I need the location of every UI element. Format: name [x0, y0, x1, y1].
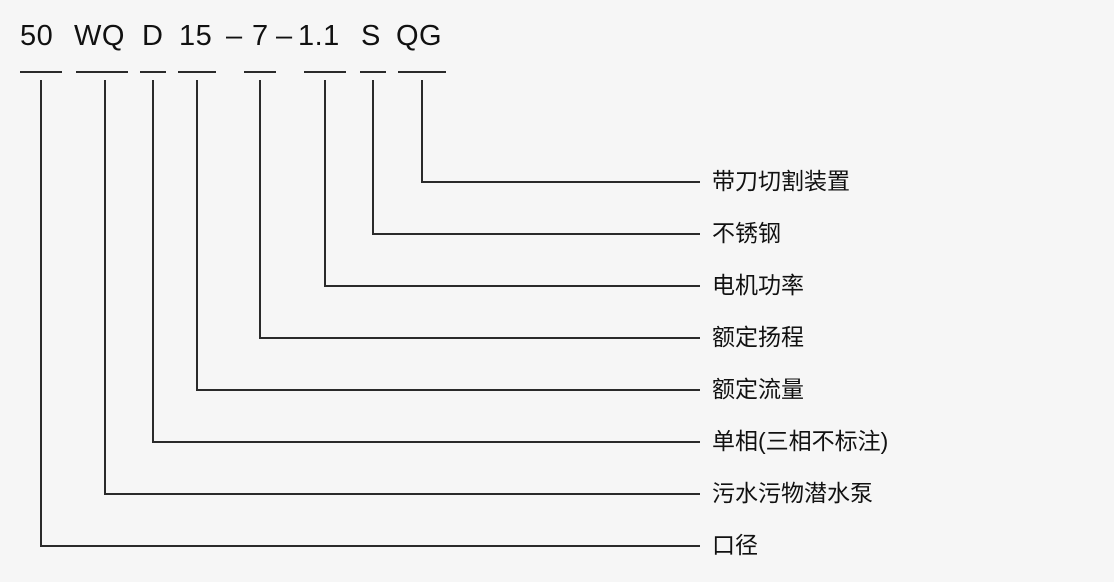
connector-horizontal-wq [104, 493, 700, 495]
connector-vertical-15 [196, 80, 198, 389]
tick-1-1 [304, 71, 346, 73]
tick-50 [20, 71, 62, 73]
connector-horizontal-qg [421, 181, 700, 183]
connector-vertical-s [372, 80, 374, 233]
label-single-phase: 单相(三相不标注) [712, 428, 889, 454]
tick-7 [244, 71, 276, 73]
connector-vertical-1-1 [324, 80, 326, 285]
label-sewage-pump: 污水污物潜水泵 [712, 480, 873, 506]
label-stainless-steel: 不锈钢 [712, 220, 781, 246]
tick-qg [398, 71, 446, 73]
tick-15 [178, 71, 216, 73]
connector-horizontal-15 [196, 389, 700, 391]
connector-vertical-d [152, 80, 154, 441]
tick-d [140, 71, 166, 73]
connector-vertical-qg [421, 80, 423, 181]
connector-horizontal-d [152, 441, 700, 443]
code-separator: – [226, 20, 243, 52]
label-motor-power: 电机功率 [712, 272, 804, 298]
connector-horizontal-50 [40, 545, 700, 547]
code-segment-qg: QG [396, 20, 443, 52]
connector-vertical-50 [40, 80, 42, 545]
code-segment-7: 7 [252, 20, 269, 52]
tick-s [360, 71, 386, 73]
connector-horizontal-1-1 [324, 285, 700, 287]
connector-vertical-wq [104, 80, 106, 493]
tick-wq [76, 71, 128, 73]
connector-horizontal-s [372, 233, 700, 235]
code-segment-50: 50 [20, 20, 54, 52]
code-segment-d: D [142, 20, 164, 52]
label-rated-flow: 额定流量 [712, 376, 804, 402]
label-rated-head: 额定扬程 [712, 324, 804, 350]
code-segment-15: 15 [179, 20, 213, 52]
label-cutting-device: 带刀切割装置 [712, 168, 850, 194]
connector-horizontal-7 [259, 337, 700, 339]
code-segment-s: S [361, 20, 381, 52]
code-segment-1-1: 1.1 [298, 20, 340, 52]
connector-vertical-7 [259, 80, 261, 337]
code-separator: – [276, 20, 293, 52]
label-diameter: 口径 [712, 532, 758, 558]
code-segment-wq: WQ [74, 20, 125, 52]
